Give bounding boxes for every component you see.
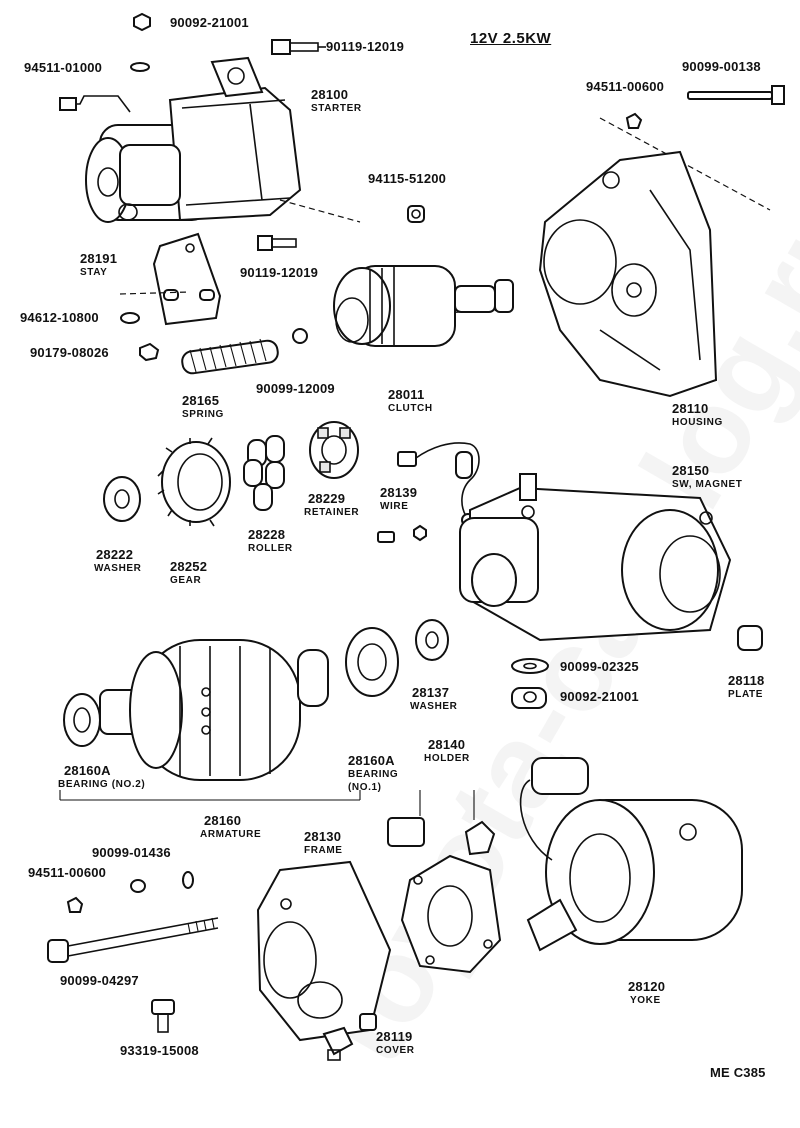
- part-label-94115-51200: 94115-51200: [368, 171, 447, 186]
- yoke-drawing: [519, 757, 743, 952]
- frame-drawing: [256, 860, 392, 1042]
- washer-28137-drawing: [415, 619, 449, 661]
- part-label-spring-name: SPRING: [182, 409, 224, 420]
- part-label-wire-no: 28139: [380, 485, 418, 500]
- part-label-swmagnet-name: SW, MAGNET: [672, 479, 743, 490]
- part-label-starter-name: STARTER: [311, 103, 362, 114]
- part-label-bearing2-name: BEARING (NO.2): [58, 779, 146, 790]
- part-label-retainer-no: 28229: [308, 491, 346, 506]
- part-label-yoke-no: 28120: [628, 979, 666, 994]
- part-label-bearing2-no: 28160A: [64, 763, 111, 778]
- part-label-90119-12019-top: 90119-12019: [326, 39, 405, 54]
- part-label-plate-no: 28118: [728, 673, 765, 688]
- holder-drawing: [387, 790, 502, 974]
- part-label-clutch-name: CLUTCH: [388, 403, 433, 414]
- clutch-drawing: [333, 265, 514, 347]
- part-label-washer-no: 28222: [96, 547, 134, 562]
- roller-drawing: [243, 435, 285, 511]
- top-left-hardware: [120, 12, 425, 362]
- starter-assembly-drawing: [59, 56, 302, 223]
- part-label-washer2-no: 28137: [412, 685, 450, 700]
- part-label-cover-name: COVER: [376, 1045, 415, 1056]
- part-label-stay-no: 28191: [80, 251, 118, 266]
- part-label-washer-name: WASHER: [94, 563, 142, 574]
- part-label-90099-00138: 90099-00138: [682, 59, 761, 74]
- part-label-stay-name: STAY: [80, 267, 108, 278]
- part-label-94511-00600-top: 94511-00600: [586, 79, 665, 94]
- part-label-clutch-no: 28011: [388, 387, 425, 402]
- part-label-90099-12009: 90099-12009: [256, 381, 335, 396]
- part-label-94612-10800: 94612-10800: [20, 310, 99, 325]
- part-label-starter-no: 28100: [311, 87, 349, 102]
- part-label-93319-15008: 93319-15008: [120, 1043, 199, 1058]
- part-label-bearing1-name: BEARING: [348, 769, 399, 780]
- spring-drawing: [181, 338, 279, 375]
- part-label-holder-no: 28140: [428, 737, 466, 752]
- wire-drawing: [377, 442, 480, 543]
- part-label-housing-name: HOUSING: [672, 417, 723, 428]
- armature-drawing: [59, 627, 399, 801]
- part-label-spring-no: 28165: [182, 393, 220, 408]
- part-label-frame-no: 28130: [304, 829, 342, 844]
- part-label-plate-name: PLATE: [728, 689, 764, 700]
- stay-drawing: [152, 232, 222, 326]
- part-label-roller-no: 28228: [248, 527, 286, 542]
- part-label-94511-01000: 94511-01000: [24, 60, 103, 75]
- housing-drawing: [538, 150, 718, 398]
- part-label-90099-01436: 90099-01436: [92, 845, 171, 860]
- part-label-swmagnet-no: 28150: [672, 463, 710, 478]
- part-label-90099-02325: 90099-02325: [560, 659, 639, 674]
- part-label-90092-21001-bot: 90092-21001: [560, 689, 639, 704]
- part-label-washer2-name: WASHER: [410, 701, 458, 712]
- part-label-gear-no: 28252: [170, 559, 208, 574]
- part-label-armature-no: 28160: [204, 813, 242, 828]
- part-label-holder-name: HOLDER: [424, 753, 470, 764]
- sw-magnet-drawing: [459, 473, 763, 709]
- part-label-90179-08026: 90179-08026: [30, 345, 109, 360]
- part-label-gear-name: GEAR: [170, 575, 202, 586]
- part-label-94511-00600-bot: 94511-00600: [28, 865, 107, 880]
- part-label-housing-no: 28110: [672, 401, 709, 416]
- part-label-bearing1-no: 28160A: [348, 753, 395, 768]
- top-right-hardware: [625, 85, 785, 129]
- washer-gear-drawing: [103, 437, 231, 527]
- part-label-frame-name: FRAME: [304, 845, 343, 856]
- part-label-armature-name: ARMATURE: [200, 829, 262, 840]
- part-label-yoke-name: YOKE: [630, 995, 661, 1006]
- diagram-title: 12V 2.5KW: [470, 30, 552, 47]
- part-label-90092-21001-top: 90092-21001: [170, 15, 249, 30]
- retainer-drawing: [309, 421, 359, 479]
- part-label-wire-name: WIRE: [380, 501, 409, 512]
- figure-code: ME C385: [710, 1065, 766, 1080]
- part-label-retainer-name: RETAINER: [304, 507, 360, 518]
- part-label-90119-12019-mid: 90119-12019: [240, 265, 319, 280]
- part-label-90099-04297: 90099-04297: [60, 973, 139, 988]
- part-label-roller-name: ROLLER: [248, 543, 293, 554]
- part-label-bearing1-sub: (NO.1): [348, 782, 382, 793]
- through-bolt-drawing: [47, 871, 377, 1061]
- part-label-cover-no: 28119: [376, 1029, 413, 1044]
